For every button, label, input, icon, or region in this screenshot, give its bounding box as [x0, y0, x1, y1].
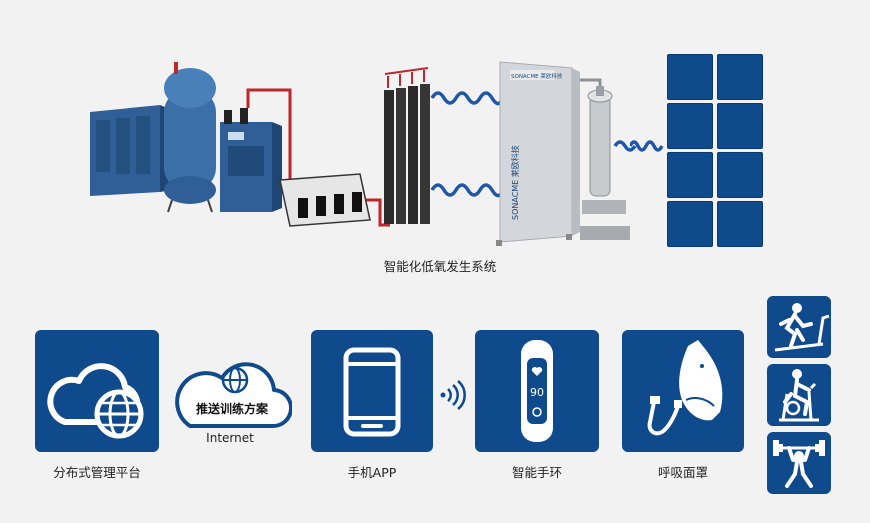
mask-tile: [622, 330, 744, 452]
platform-tile: [35, 330, 159, 452]
phone-label: 手机APP: [347, 465, 397, 480]
membrane-columns: [384, 67, 430, 224]
wireless-signal-icon: [440, 380, 466, 410]
system-caption: 智能化低氧发生系统: [383, 259, 497, 274]
air-tank: [164, 62, 216, 213]
mask-label: 呼吸面罩: [657, 465, 708, 480]
smartphone-icon: [343, 347, 401, 437]
hose-to-chamber: [630, 136, 666, 156]
treadmill-tile: [767, 296, 831, 358]
platform-label: 分布式管理平台: [53, 465, 141, 480]
band-tile: 90: [475, 330, 599, 452]
cabinet-logo: SONACME 莱欧科技: [511, 72, 563, 80]
weightlifting-icon: [773, 440, 825, 488]
filter-assembly: [580, 78, 630, 240]
chamber-panel: [667, 201, 713, 247]
internet-label: Internet: [206, 431, 254, 445]
bike-tile: [767, 364, 831, 426]
phone-tile: [311, 330, 433, 452]
cloud-globe-icon: [175, 362, 292, 429]
internet-cloud: 推送训练方案: [168, 350, 292, 434]
air-dryer: [220, 108, 282, 212]
breathing-mask-icon: [647, 340, 723, 436]
chamber-panel: [717, 103, 763, 149]
chamber-panel: [717, 152, 763, 198]
chamber-panel: [717, 54, 763, 100]
cloud-globe-icon: [47, 363, 144, 439]
band-label: 智能手环: [511, 465, 562, 480]
hypoxic-generator-cabinet: SONACME 莱欧科技 SONACME 莱欧科技: [496, 61, 580, 246]
cloud-text: 推送训练方案: [195, 402, 268, 416]
chamber-panel: [717, 201, 763, 247]
air-compressor: [90, 105, 172, 196]
smart-band-icon: 90: [521, 340, 553, 442]
weights-tile: [767, 432, 831, 494]
band-heart-rate: 90: [530, 386, 544, 399]
chamber-panel: [667, 103, 713, 149]
cabinet-vertical-brand: SONACME 莱欧科技: [510, 145, 520, 220]
chamber-panel: [667, 54, 713, 100]
chamber-panel: [667, 152, 713, 198]
filter-stand: [279, 173, 371, 227]
equipment-illustration: SONACME 莱欧科技 SONACME 莱欧科技: [80, 50, 640, 250]
hypoxic-chamber-panels: [667, 54, 765, 248]
exercise-bike-icon: [779, 369, 819, 422]
treadmill-icon: [774, 303, 830, 352]
